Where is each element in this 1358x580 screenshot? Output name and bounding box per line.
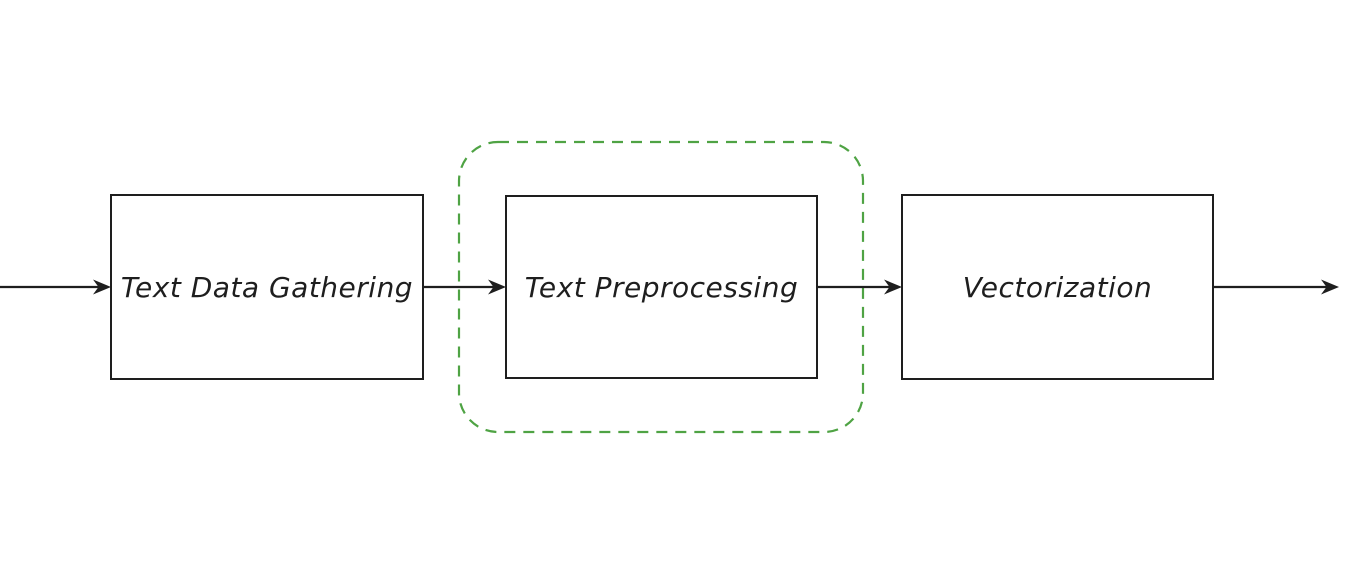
- node-text-preprocessing: Text Preprocessing: [505, 195, 818, 379]
- flow-arrow-in-icon: [0, 279, 111, 295]
- flow-arrow-icon: [424, 279, 506, 295]
- node-label: Vectorization: [962, 270, 1153, 304]
- node-text-data-gathering: Text Data Gathering: [110, 194, 424, 380]
- node-label: Text Data Gathering: [120, 270, 414, 304]
- flow-arrow-out-icon: [1214, 279, 1339, 295]
- flow-arrow-icon: [818, 279, 902, 295]
- highlight-dashed-border: [457, 140, 865, 434]
- node-vectorization: Vectorization: [901, 194, 1214, 380]
- node-label: Text Preprocessing: [524, 270, 799, 304]
